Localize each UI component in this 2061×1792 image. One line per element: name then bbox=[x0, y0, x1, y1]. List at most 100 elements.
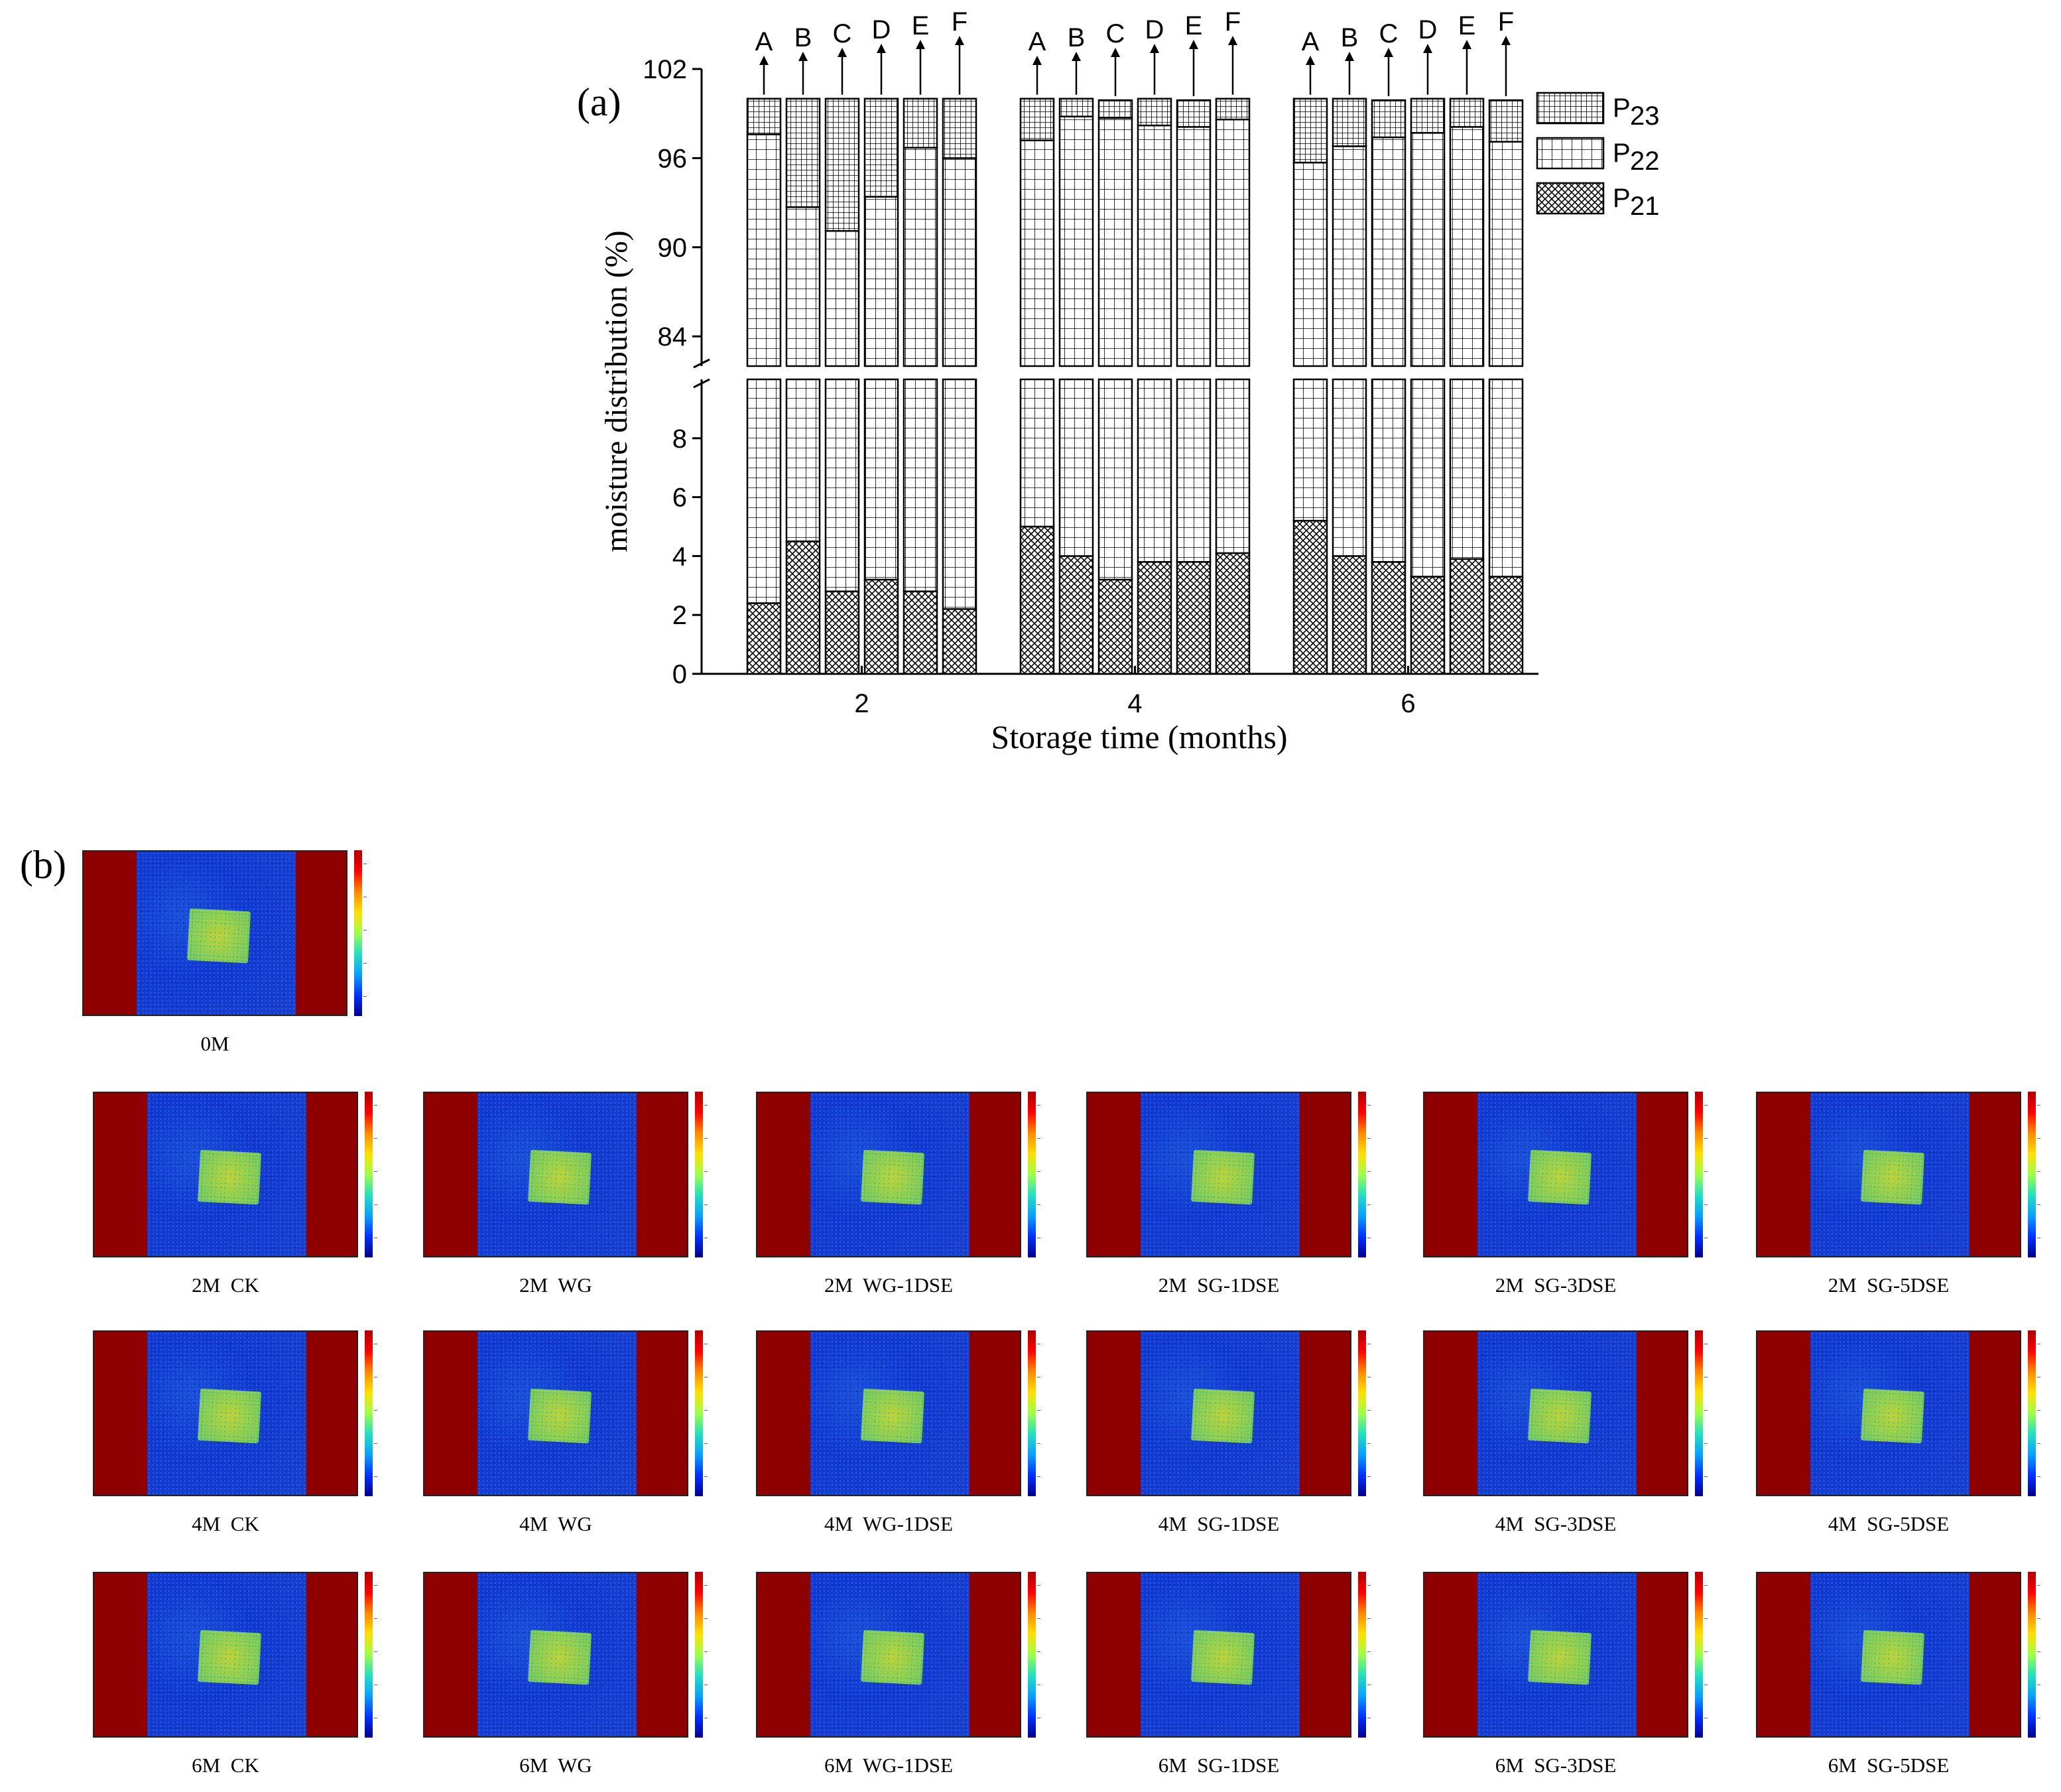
mri-field bbox=[810, 1573, 969, 1736]
bar-segment-p22-upper bbox=[1137, 124, 1172, 367]
colorbar-ticks bbox=[374, 1572, 378, 1738]
mri-sample bbox=[198, 1388, 261, 1444]
colorbar-ticks bbox=[1037, 1092, 1041, 1257]
bar-label: E bbox=[1185, 11, 1203, 40]
bar-label: F bbox=[1498, 7, 1514, 36]
bar-label: A bbox=[1029, 27, 1046, 56]
bar-segment-p22-upper bbox=[824, 229, 860, 367]
bar-label: F bbox=[1225, 7, 1241, 36]
bar-label: B bbox=[794, 23, 812, 52]
y-tick-label: 8 bbox=[672, 424, 687, 454]
mri-field bbox=[1477, 1573, 1637, 1736]
bar-segment-p23 bbox=[1410, 97, 1446, 134]
colorbar-ticks bbox=[704, 1330, 708, 1496]
panel-b-label: (b) bbox=[20, 843, 66, 887]
mri-sample bbox=[1861, 1630, 1924, 1685]
mri-image bbox=[423, 1092, 688, 1257]
bar-label-arrowhead bbox=[1501, 36, 1511, 45]
bar-segment-p21 bbox=[824, 590, 860, 675]
mri-image bbox=[82, 850, 347, 1016]
mri-sample bbox=[528, 1388, 592, 1444]
bar-segment-p22-upper bbox=[1097, 117, 1133, 367]
bar-segment-p22-lower bbox=[1137, 378, 1172, 563]
panel-a-label: (a) bbox=[577, 80, 621, 124]
mri-image bbox=[1756, 1092, 2021, 1257]
mri-field bbox=[137, 852, 296, 1015]
bar-label: C bbox=[1379, 19, 1399, 48]
y-tick-label: 6 bbox=[672, 483, 687, 513]
y-tick-label: 90 bbox=[658, 233, 688, 263]
x-axis-label: Storage time (months) bbox=[991, 718, 1287, 755]
colorbar bbox=[1028, 1330, 1036, 1496]
mri-image bbox=[93, 1572, 358, 1738]
mri-field bbox=[810, 1332, 969, 1495]
colorbar-ticks bbox=[363, 850, 367, 1016]
bar-label: A bbox=[1302, 27, 1320, 56]
mri-sample bbox=[1528, 1149, 1592, 1205]
bar-segment-p23 bbox=[1449, 97, 1485, 128]
mri-field bbox=[147, 1332, 306, 1495]
mri-field bbox=[1477, 1093, 1637, 1256]
mri-field bbox=[1141, 1332, 1300, 1495]
mri-caption: 4M SG-3DSE bbox=[1495, 1512, 1617, 1535]
bar-segment-p23 bbox=[1371, 99, 1406, 139]
bar-label-arrowhead bbox=[1189, 40, 1198, 49]
colorbar-ticks bbox=[704, 1572, 708, 1738]
bar-segment-p22-upper bbox=[1488, 141, 1524, 367]
y-tick-label: 0 bbox=[672, 660, 687, 689]
mri-sample bbox=[861, 1388, 924, 1444]
bar-label: C bbox=[1106, 19, 1125, 48]
bar-label: E bbox=[1458, 11, 1476, 40]
colorbar-ticks bbox=[1367, 1330, 1371, 1496]
bar-segment-p22-upper bbox=[942, 157, 977, 367]
mri-field bbox=[1141, 1573, 1300, 1736]
mri-sample bbox=[861, 1149, 924, 1205]
bar-label-arrowhead bbox=[955, 36, 964, 45]
mri-image bbox=[1086, 1330, 1351, 1496]
colorbar bbox=[1358, 1572, 1366, 1738]
colorbar-ticks bbox=[374, 1330, 378, 1496]
bar-label-arrowhead bbox=[838, 48, 847, 57]
bar-label: A bbox=[755, 27, 773, 56]
bar-segment-p22-upper bbox=[1292, 161, 1328, 367]
bar-label: B bbox=[1341, 23, 1359, 52]
bar-label: D bbox=[1145, 15, 1164, 44]
bar-segment-p22-upper bbox=[863, 196, 899, 367]
bar-segment-p21 bbox=[942, 608, 977, 675]
bar-segment-p22-lower bbox=[942, 378, 977, 610]
mri-caption: 4M WG bbox=[519, 1512, 592, 1535]
mri-image bbox=[1756, 1330, 2021, 1496]
x-tick-label: 6 bbox=[1401, 689, 1415, 718]
legend-swatch-p21 bbox=[1536, 182, 1605, 215]
colorbar bbox=[365, 1092, 373, 1257]
mri-caption: 2M WG bbox=[519, 1273, 592, 1297]
bar-segment-p22-lower bbox=[903, 378, 938, 592]
mri-field bbox=[810, 1093, 969, 1256]
mri-caption: 4M SG-1DSE bbox=[1158, 1512, 1280, 1535]
colorbar bbox=[2028, 1092, 2036, 1257]
bar-segment-p22-lower bbox=[1292, 378, 1328, 522]
mri-field bbox=[1141, 1093, 1300, 1256]
bar-segment-p22-upper bbox=[1410, 132, 1446, 367]
colorbar-ticks bbox=[1367, 1092, 1371, 1257]
colorbar bbox=[1028, 1572, 1036, 1738]
bar-segment-p23 bbox=[863, 97, 899, 198]
bar-segment-p23 bbox=[1488, 99, 1524, 143]
legend-label-p22: P bbox=[1613, 139, 1631, 168]
colorbar-ticks bbox=[1367, 1572, 1371, 1738]
mri-sample bbox=[528, 1630, 592, 1685]
bar-segment-p23 bbox=[785, 97, 821, 208]
bar-label-arrowhead bbox=[916, 40, 925, 49]
mri-caption: 4M SG-5DSE bbox=[1828, 1512, 1950, 1535]
colorbar-ticks bbox=[2037, 1572, 2041, 1738]
bar-segment-p23 bbox=[824, 97, 860, 232]
bar-segment-p21 bbox=[1176, 561, 1212, 675]
bar-segment-p21 bbox=[1019, 525, 1055, 675]
colorbar bbox=[1358, 1330, 1366, 1496]
mri-image bbox=[423, 1330, 688, 1496]
colorbar bbox=[2028, 1330, 2036, 1496]
colorbar bbox=[2028, 1572, 2036, 1738]
mri-sample bbox=[528, 1149, 592, 1205]
bar-segment-p21 bbox=[1371, 561, 1406, 675]
